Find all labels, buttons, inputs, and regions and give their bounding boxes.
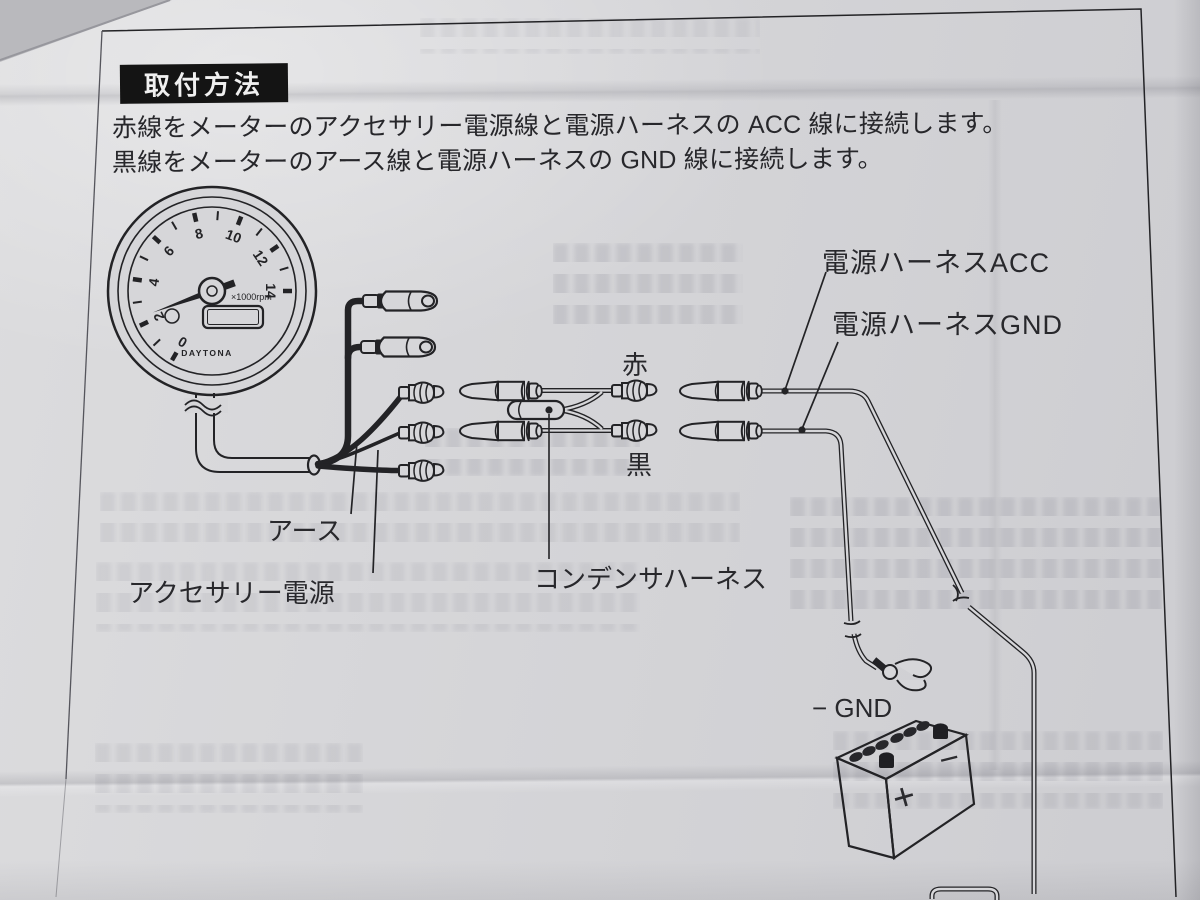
lcd-window [201, 304, 265, 330]
meter-connector-earth [398, 421, 445, 444]
wire-break-mark [184, 399, 222, 417]
label-condenser-harness: コンデンサハーネス [534, 564, 767, 594]
condenser-female-connector-red [459, 380, 543, 402]
battery-minus-mark: − [935, 738, 963, 780]
battery-terminal-posts [879, 723, 948, 768]
label-earth: アース [267, 516, 342, 546]
tachometer-gauge: 0 2 4 6 8 10 12 14 ×1000rpm [106, 185, 318, 397]
battery-cell-caps [849, 721, 930, 762]
power-harness-acc-connector [679, 380, 763, 402]
power-harness [679, 271, 1037, 900]
leader-line-earth [350, 441, 358, 515]
dial-number: 8 [193, 225, 204, 242]
paper-edge-shadow-bottom [0, 860, 1200, 900]
section-title-box: 取付方法 [119, 63, 289, 104]
condenser-male-connector-black [611, 419, 658, 442]
paper-edge-shadow-right [1174, 0, 1200, 900]
label-red-wire: 赤 [622, 350, 648, 380]
dial-ticks [132, 211, 292, 362]
label-black-wire: 黒 [626, 450, 652, 480]
meter-stem [184, 393, 322, 476]
meter-connector-signal [398, 381, 445, 404]
leader-line-gnd [798, 341, 839, 434]
dial-number: 14 [263, 283, 279, 299]
leader-line-acc [781, 271, 827, 395]
brand-label: DAYTONA [181, 348, 233, 358]
battery: + − [834, 719, 976, 860]
leader-line-accessory [372, 449, 379, 574]
power-harness-gnd-connector [679, 420, 763, 442]
indicator-lamp [164, 308, 180, 324]
dial-number: 12 [250, 247, 272, 269]
dial-unit-label: ×1000rpm [231, 292, 272, 302]
ground-claw-terminal [871, 657, 933, 692]
gauge-needle [152, 276, 236, 313]
condenser-male-connector-red [611, 379, 658, 402]
wire-break-mark [952, 584, 970, 602]
label-power-harness-gnd: 電源ハーネスGND [832, 310, 1063, 340]
label-accessory-power: アクセサリー電源 [128, 578, 335, 608]
label-battery-gnd: − GND [812, 693, 892, 723]
meter-harness-wires [314, 297, 405, 474]
paper-crease-vertical [988, 100, 1002, 770]
condenser-capacitor [506, 399, 566, 421]
condenser-harness [459, 379, 658, 559]
label-power-harness-acc: 電源ハーネスACC [822, 248, 1050, 278]
battery-plus-mark: + [888, 774, 921, 820]
meter-connector-accessory [398, 459, 445, 482]
page-border-frame [0, 0, 1177, 898]
section-title: 取付方法 [143, 69, 265, 101]
meter-connector-spare-1 [361, 290, 439, 312]
meter-connector-spare-2 [359, 336, 437, 358]
condenser-female-connector-black [459, 420, 543, 442]
wire-break-mark [843, 620, 862, 639]
dial-number: 4 [145, 277, 162, 287]
instruction-line-2: 黒線をメーターのアース線と電源ハーネスの GND 線に接続します。 [111, 144, 883, 178]
dial-number: 10 [223, 226, 243, 247]
